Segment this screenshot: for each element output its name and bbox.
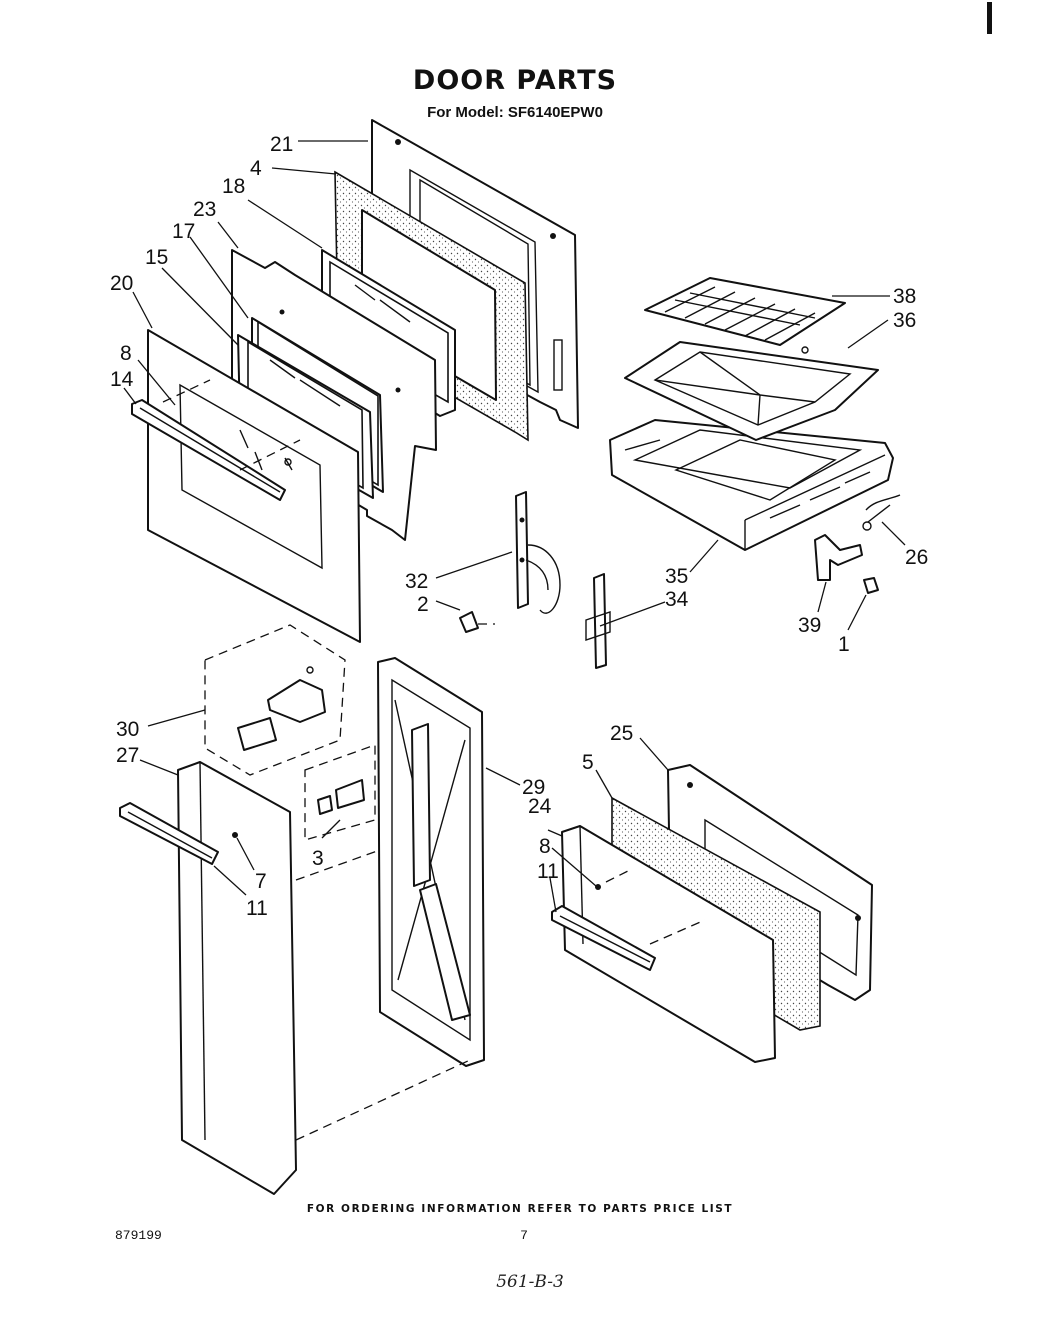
callout-14: 14 <box>110 368 134 391</box>
broiler-assembly <box>609 277 901 594</box>
callout-35: 35 <box>665 565 688 588</box>
callout-23: 23 <box>193 198 216 221</box>
part-32-hinge <box>515 491 561 614</box>
callout-36: 36 <box>893 309 916 332</box>
part-1-screw <box>863 577 879 594</box>
part-3-latch <box>304 744 376 841</box>
hinge-parts <box>459 491 611 669</box>
callout-39: 39 <box>798 614 821 637</box>
part-26-spring <box>862 494 901 531</box>
callout-18: 18 <box>222 175 245 198</box>
part-35-drawer <box>609 419 894 551</box>
doc-number: 879199 <box>115 1228 162 1243</box>
part-11-handle-right <box>551 905 656 971</box>
part-29-inner-panel <box>377 657 485 1067</box>
part-34-hinge <box>585 573 611 669</box>
callout-5: 5 <box>582 751 594 774</box>
part-11-handle-left <box>119 802 219 865</box>
callout-20: 20 <box>110 272 133 295</box>
page-title: DOOR PARTS <box>413 65 617 96</box>
scan-mark <box>987 2 992 34</box>
callout-38: 38 <box>893 285 916 308</box>
callout-34: 34 <box>665 588 689 611</box>
callout-21: 21 <box>270 133 293 156</box>
callout-11-right: 11 <box>537 860 559 883</box>
part-36-broiler-pan <box>624 341 879 441</box>
callout-7: 7 <box>255 870 267 893</box>
handwritten-ref: 561-B-3 <box>496 1272 564 1292</box>
callout-24: 24 <box>528 795 552 818</box>
callout-25: 25 <box>610 722 633 745</box>
upper-door-assembly <box>131 119 579 643</box>
part-30-hinge-kit <box>204 624 346 776</box>
part-38-broiler-grid <box>644 277 846 354</box>
callout-11-left: 11 <box>246 897 268 920</box>
callout-8-upper: 8 <box>120 342 132 365</box>
callout-3: 3 <box>312 847 324 870</box>
callout-29: 29 <box>522 776 545 799</box>
callout-15: 15 <box>145 246 168 269</box>
part-14-handle <box>131 399 286 501</box>
lower-drawer-front <box>551 764 873 1063</box>
callout-8-lower: 8 <box>539 835 551 858</box>
callout-30: 30 <box>116 718 139 741</box>
callout-17: 17 <box>172 220 195 243</box>
callout-26: 26 <box>905 546 928 569</box>
page-number: 7 <box>520 1228 528 1243</box>
callout-1: 1 <box>838 633 850 656</box>
callout-27: 27 <box>116 744 139 767</box>
callout-2: 2 <box>417 593 429 616</box>
part-27-outer-door <box>177 761 297 1195</box>
callout-4: 4 <box>250 157 262 180</box>
ordering-note: FOR ORDERING INFORMATION REFER TO PARTS … <box>307 1203 733 1215</box>
callout-labels: 21 4 18 23 17 15 20 8 14 38 36 26 32 2 3… <box>110 133 928 920</box>
part-39-bracket <box>814 534 863 581</box>
model-subtitle: For Model: SF6140EPW0 <box>427 104 603 121</box>
leader-lines <box>123 140 906 913</box>
lower-tall-door <box>119 624 485 1195</box>
part-2-screw <box>459 611 495 633</box>
callout-32: 32 <box>405 570 428 593</box>
